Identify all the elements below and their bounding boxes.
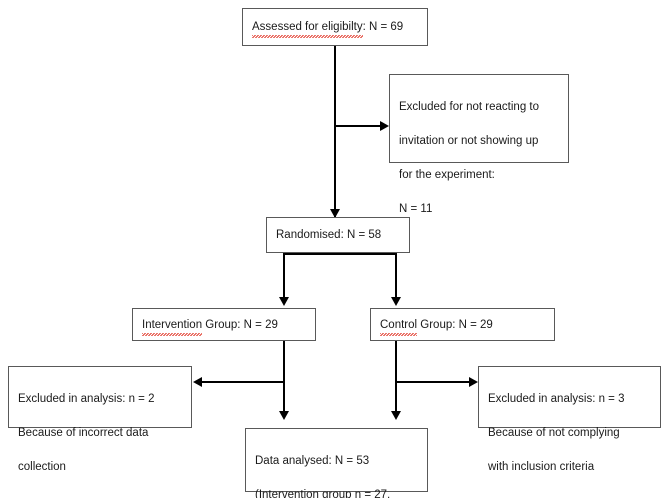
intervention-group-label: Intervention Group: N = 29: [142, 317, 278, 336]
node-excluded-control: Excluded in analysis: n = 3 Because of n…: [478, 366, 661, 473]
excluded-intervention-line-3: collection: [18, 461, 66, 473]
control-group-label: Control Group: N = 29: [380, 317, 493, 336]
excluded-intervention-line-1: Excluded in analysis: n = 2: [18, 393, 155, 405]
connector-assessed-to-randomised-line: [334, 45, 336, 217]
control-count-text: Group: N = 29: [417, 318, 493, 331]
excluded-control-line-1: Excluded in analysis: n = 3: [488, 393, 625, 405]
randomised-label: Randomised: N = 58: [276, 229, 382, 241]
connector-intervention-to-excluded-line: [201, 381, 284, 383]
node-excluded-intervention: Excluded in analysis: n = 2 Because of i…: [8, 366, 192, 473]
excluded-screening-line-3: for the experiment:: [399, 169, 495, 181]
data-analysed-line-2: (Intervention group n = 27,: [255, 489, 391, 498]
intervention-misspelled-text: Intervention: [142, 317, 203, 336]
control-misspelled-text: Control: [380, 317, 418, 336]
assessed-count-text: : N = 69: [362, 21, 404, 33]
arrowhead-intervention-to-analysed: [279, 411, 289, 420]
arrowhead-control-to-analysed: [391, 411, 401, 420]
connector-control-to-excluded-line: [395, 381, 472, 383]
node-intervention-group: Intervention Group: N = 29: [132, 308, 316, 341]
arrowhead-to-control-group: [391, 297, 401, 306]
arrowhead-to-excluded-intervention: [193, 377, 202, 387]
excluded-control-line-2: Because of not complying: [488, 427, 620, 439]
connector-randomised-to-intervention-line: [283, 253, 285, 300]
assessed-misspelled-text: Assessed for eligibilty: [252, 19, 363, 38]
excluded-screening-line-4: N = 11: [399, 203, 433, 215]
node-control-group: Control Group: N = 29: [370, 308, 555, 341]
node-assessed-for-eligibility: Assessed for eligibilty: N = 69: [242, 8, 428, 46]
arrowhead-to-randomised: [330, 209, 340, 218]
excluded-intervention-line-2: Because of incorrect data: [18, 427, 149, 439]
assessed-label: Assessed for eligibilty: N = 69: [252, 19, 404, 38]
excluded-control-line-3: with inclusion criteria: [488, 461, 595, 473]
arrowhead-to-intervention-group: [279, 297, 289, 306]
data-analysed-line-1: Data analysed: N = 53: [255, 455, 370, 467]
connector-control-to-analysed-line: [395, 341, 397, 414]
node-data-analysed: Data analysed: N = 53 (Intervention grou…: [245, 428, 428, 498]
connector-assessed-to-excluded-line: [334, 125, 383, 127]
node-excluded-screening: Excluded for not reacting to invitation …: [389, 74, 569, 215]
intervention-count-text: Group: N = 29: [202, 318, 278, 331]
excluded-screening-line-1: Excluded for not reacting to: [399, 101, 539, 113]
arrowhead-to-excluded-control: [469, 377, 478, 387]
excluded-screening-line-2: invitation or not showing up: [399, 135, 539, 147]
connector-randomised-to-control-line: [395, 253, 397, 300]
arrowhead-to-excluded-screening: [380, 121, 389, 131]
node-randomised: Randomised: N = 58: [266, 217, 410, 253]
connector-randomised-split-bar: [283, 253, 396, 255]
connector-intervention-to-analysed-line: [283, 341, 285, 414]
